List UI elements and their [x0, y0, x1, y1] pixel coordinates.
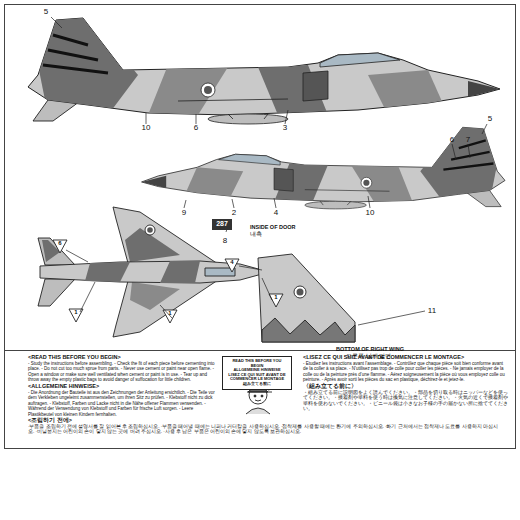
callout-number: 6 [194, 123, 198, 133]
callout-number: 6 [58, 240, 61, 247]
callout-number: 10 [366, 208, 375, 218]
callout-number: 2 [232, 208, 236, 218]
caption-text: INSIDE OF DOOR [250, 224, 296, 231]
section-heading: <READ THIS BEFORE YOU BEGIN> [28, 354, 121, 361]
caption-text: BOTTOM OF RIGHT WING [336, 346, 404, 353]
callout-number: 5 [44, 7, 48, 17]
caption-text: 내측 [250, 231, 262, 238]
callout-number: 11 [428, 306, 436, 316]
callout-number: 9 [182, 208, 186, 218]
callout-number: 7 [466, 135, 470, 145]
instruction-text: - Study the instructions before assembli… [28, 361, 218, 383]
callout-number: 4 [230, 259, 233, 266]
node-text: 組み立てる前に [226, 382, 288, 387]
notice-sign: READ THIS BEFORE YOU BEGINALLGEMEINE HIN… [222, 356, 292, 390]
node-text: READ THIS BEFORE YOU BEGIN [226, 359, 288, 368]
callout-number: 1 [74, 309, 77, 316]
door-number-box: 287 [212, 219, 232, 230]
node-text: LISEZ CE QUI SUIT AVANT DE COMMENCER LE … [226, 373, 288, 382]
instruction-text: - Die Anordnung der Bauteile ist aus den… [28, 390, 218, 417]
section-heading: 〈組み立てる前に〉 [303, 383, 357, 390]
section-heading: <조립하기 전에> [28, 417, 72, 424]
section-heading: <ALLGEMEINE HINWEISE> [28, 383, 99, 390]
callout-number: 3 [283, 123, 287, 133]
callout-number: 5 [488, 114, 492, 124]
section-heading: <LISEZ CE QUI SUIT AVANT DE COMMENCER LE… [303, 354, 464, 361]
callout-number: 8 [223, 236, 227, 246]
callout-number: 1 [168, 310, 171, 317]
instruction-text: - Etudiez les instructions avant l'assem… [303, 361, 508, 383]
node-text: 287 [215, 220, 229, 228]
callout-number: 1 [274, 294, 277, 301]
callout-number: 6 [450, 135, 454, 145]
callout-number: 4 [274, 208, 278, 218]
instruction-text: ·부품을 조립하기 전에 설명서를 잘 읽어본 후 조립하십시오. ·부품을 떼… [28, 424, 498, 435]
callout-number: 10 [142, 123, 151, 133]
instruction-text: ・組み立てる前に説明図をよく読んでください。・部品を切り取る時はニッパーなどを使… [303, 390, 508, 412]
